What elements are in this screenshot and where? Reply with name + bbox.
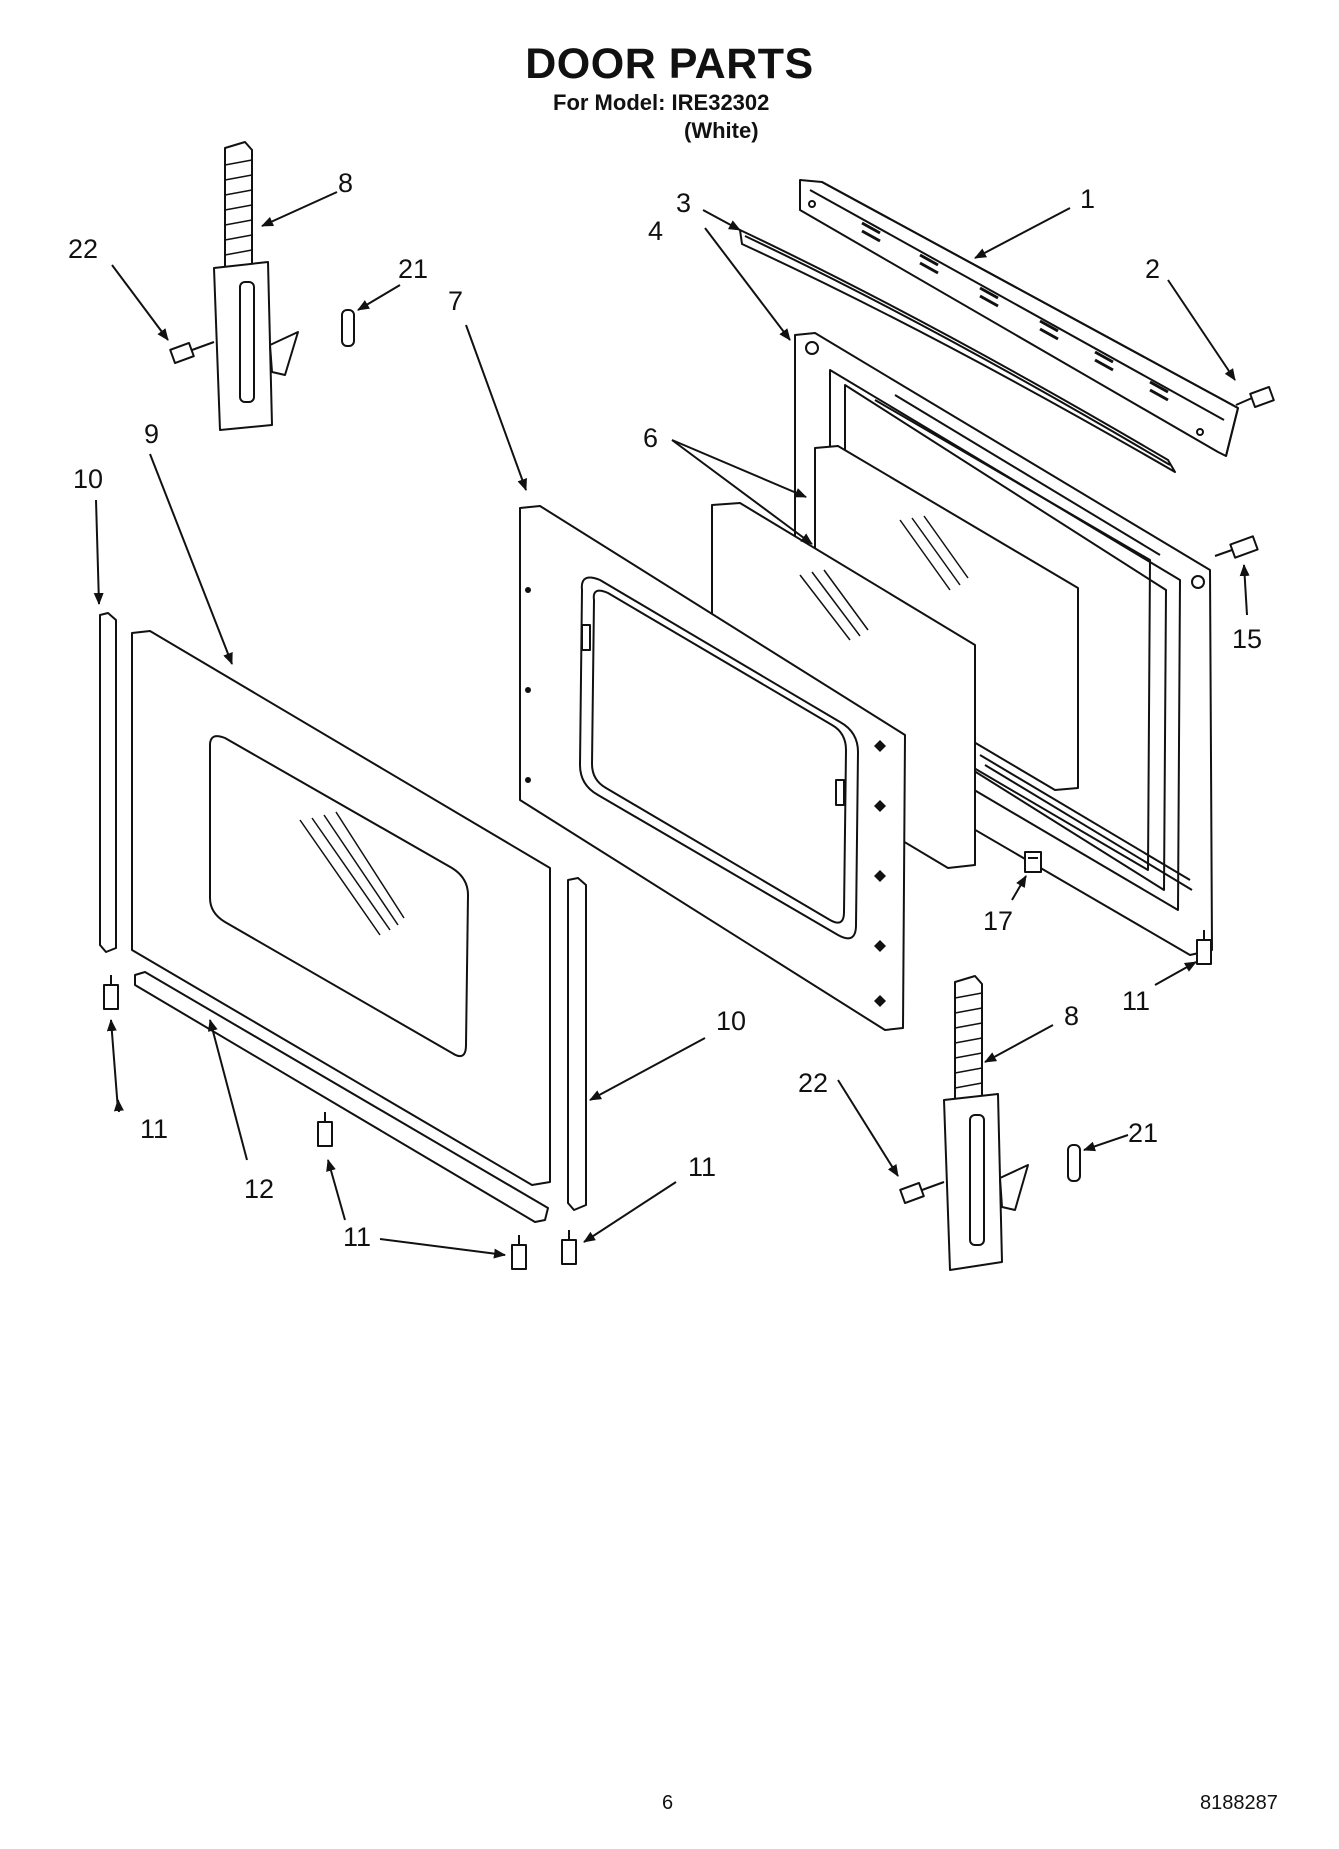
variant-label: (White) — [684, 118, 759, 143]
outer-door-panel-part — [131, 630, 551, 1186]
callout-7: 7 — [448, 286, 463, 316]
leader-lines — [93, 191, 1250, 1259]
callout-11-c: 11 — [688, 1152, 716, 1182]
screw-part-15 — [1214, 535, 1259, 559]
callout-11-b: 11 — [343, 1222, 371, 1252]
callout-6: 6 — [643, 423, 658, 453]
hinge-screw-part — [169, 341, 945, 1204]
callout-2: 2 — [1145, 254, 1160, 284]
inner-glass-panes-part — [711, 445, 1079, 869]
side-trim-part-right — [567, 877, 587, 1211]
clip-part — [1024, 851, 1042, 873]
vent-trim-bar-part — [799, 179, 1239, 457]
callout-9: 9 — [144, 419, 159, 449]
callout-labels: 1 2 3 4 6 7 8 8 9 10 10 11 11 11 11 12 1… — [68, 168, 1262, 1252]
callout-11-a: 11 — [140, 1114, 168, 1144]
bottom-trim-part — [134, 971, 549, 1223]
callout-17: 17 — [983, 906, 1013, 936]
callout-22-top: 22 — [68, 234, 98, 264]
page-number: 6 — [662, 1792, 674, 1814]
side-trim-part-left — [99, 612, 117, 953]
door-handle-part — [739, 229, 1176, 473]
callout-8-top: 8 — [338, 168, 353, 198]
callout-21-top: 21 — [398, 254, 428, 284]
callout-1: 1 — [1080, 184, 1095, 214]
callout-10-right: 10 — [716, 1006, 746, 1036]
page-title: DOOR PARTS — [525, 40, 814, 88]
model-line: For Model: IRE32302 — [553, 90, 770, 115]
screw-part-11 — [103, 930, 1212, 1270]
document-number: 8188287 — [1200, 1792, 1278, 1814]
callout-12: 12 — [244, 1174, 274, 1204]
hinge-pin-part — [341, 309, 1081, 1182]
callout-15: 15 — [1232, 624, 1262, 654]
hinge-part-top — [213, 141, 299, 431]
callout-8-bottom: 8 — [1064, 1001, 1079, 1031]
hinge-part-bottom — [943, 975, 1029, 1271]
callout-10-left: 10 — [73, 464, 103, 494]
callout-22-bottom: 22 — [798, 1068, 828, 1098]
callout-11-d: 11 — [1122, 986, 1150, 1016]
callout-3: 3 — [676, 188, 691, 218]
door-liner-part — [519, 505, 906, 1031]
callout-4: 4 — [648, 216, 663, 246]
screw-part-2 — [1235, 386, 1275, 408]
callout-21-bottom: 21 — [1128, 1118, 1158, 1148]
